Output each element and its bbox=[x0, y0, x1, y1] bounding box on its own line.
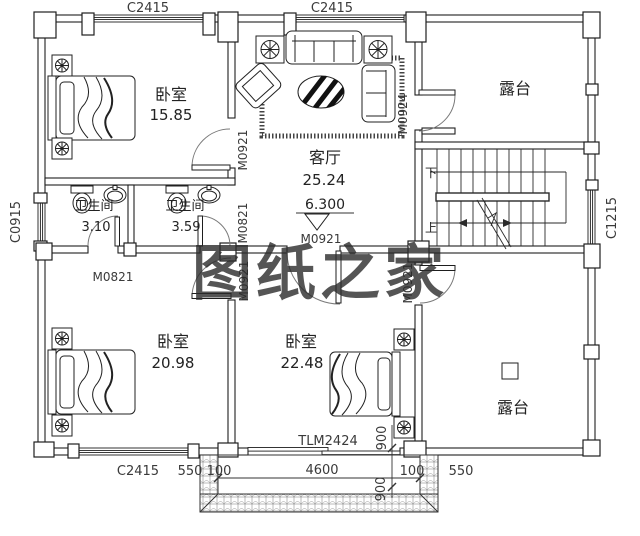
nightstand bbox=[51, 137, 73, 160]
window-right bbox=[587, 184, 596, 251]
sink bbox=[103, 185, 127, 204]
furniture bbox=[47, 30, 519, 439]
terrace-square bbox=[501, 362, 519, 380]
elevation-triangle bbox=[304, 213, 330, 231]
end-table bbox=[255, 35, 285, 64]
dimension: 100 bbox=[400, 464, 425, 479]
toilet bbox=[165, 185, 189, 214]
loveseat bbox=[361, 64, 396, 123]
room-name: 客厅 bbox=[309, 148, 341, 167]
room-name: 卧室 bbox=[285, 332, 317, 351]
door-label: M0924 bbox=[396, 94, 410, 135]
window-label: C0915 bbox=[9, 201, 24, 243]
window-label: C2415 bbox=[117, 464, 159, 479]
balcony bbox=[199, 454, 439, 513]
room-area: 25.24 bbox=[303, 171, 346, 189]
window-label: C2415 bbox=[127, 1, 169, 16]
door-label: TLM2424 bbox=[297, 434, 357, 449]
door-label: M0921 bbox=[236, 130, 250, 171]
window-left bbox=[37, 199, 46, 246]
room-area: 3.59 bbox=[172, 220, 201, 235]
door-swing-bedroom-bottom-left bbox=[191, 257, 232, 298]
door-label: M0921 bbox=[301, 232, 342, 246]
door-swing-bedroom-top bbox=[191, 128, 231, 168]
door-label: M0921 bbox=[237, 261, 251, 302]
window-bottom-left bbox=[74, 447, 193, 456]
dimension-lines bbox=[213, 212, 425, 498]
staircase bbox=[430, 149, 567, 250]
stair-handrail bbox=[435, 192, 550, 202]
door-swing-bathroom-right bbox=[199, 215, 231, 247]
dimension: 550 bbox=[449, 464, 474, 479]
door-leaf bbox=[191, 164, 231, 171]
room-area: 22.48 bbox=[281, 354, 324, 372]
nightstand bbox=[393, 416, 415, 439]
end-table bbox=[363, 35, 393, 64]
windows bbox=[37, 14, 596, 456]
bed-bedroom-bottom-left bbox=[47, 349, 136, 415]
door-leaf bbox=[191, 293, 232, 299]
room-area: 3.10 bbox=[82, 220, 111, 235]
door-label: M0921 bbox=[401, 263, 415, 304]
room-name: 露台 bbox=[499, 79, 531, 98]
dimension: 550 bbox=[178, 464, 203, 479]
window-top-center bbox=[295, 14, 405, 23]
door-leaf bbox=[114, 216, 120, 247]
window-top-left bbox=[89, 14, 211, 23]
sink bbox=[197, 185, 221, 204]
nightstand bbox=[51, 327, 73, 350]
door-label: M0821 bbox=[93, 270, 134, 284]
room-name: 卫生间 bbox=[74, 199, 113, 214]
room-area: 20.98 bbox=[152, 354, 195, 372]
stair-down-label: 下 bbox=[425, 166, 437, 180]
column-blocks bbox=[33, 11, 601, 459]
room-name: 卫生间 bbox=[165, 199, 204, 214]
room-area: 15.85 bbox=[150, 106, 193, 124]
nightstand bbox=[393, 328, 415, 351]
door-swing-hall bbox=[286, 251, 341, 305]
elevation-value: 6.300 bbox=[305, 197, 345, 213]
dimension: 900 bbox=[375, 426, 390, 451]
room-name: 卧室 bbox=[155, 85, 187, 104]
door-swing-bedroom-terrace bbox=[419, 267, 456, 304]
nightstands bbox=[51, 54, 415, 439]
room-name: 露台 bbox=[497, 398, 529, 417]
window-label: C2415 bbox=[311, 1, 353, 16]
nightstand bbox=[51, 414, 73, 437]
door-swing-terrace-top bbox=[418, 94, 456, 132]
watermark: 图纸之家 bbox=[192, 239, 448, 309]
door-leaf bbox=[419, 265, 456, 271]
sofa-three-seat bbox=[285, 30, 363, 65]
room-name: 卧室 bbox=[157, 332, 189, 351]
toilet bbox=[70, 185, 94, 214]
window-label: C1215 bbox=[605, 197, 620, 239]
stair-up-label: 上 bbox=[425, 221, 437, 235]
bed-bedroom-top bbox=[47, 75, 136, 141]
door-swing-bathroom-left bbox=[87, 215, 119, 247]
dimension: 100 bbox=[207, 464, 232, 479]
door-label: M0821 bbox=[236, 203, 250, 244]
bed-bedroom-bottom-mid bbox=[329, 351, 401, 417]
dimension: 4600 bbox=[305, 463, 338, 478]
door-leaf bbox=[418, 89, 456, 96]
labels: C2415 C2415 C2415 C0915 C1215 M0921 M082… bbox=[9, 1, 620, 501]
nightstand bbox=[51, 54, 73, 77]
armchair bbox=[235, 62, 282, 109]
doors bbox=[87, 89, 456, 305]
door-leaf bbox=[197, 215, 203, 247]
door-leaf bbox=[335, 250, 342, 304]
coffee-table bbox=[297, 75, 345, 109]
dimension: 900 bbox=[374, 477, 389, 502]
